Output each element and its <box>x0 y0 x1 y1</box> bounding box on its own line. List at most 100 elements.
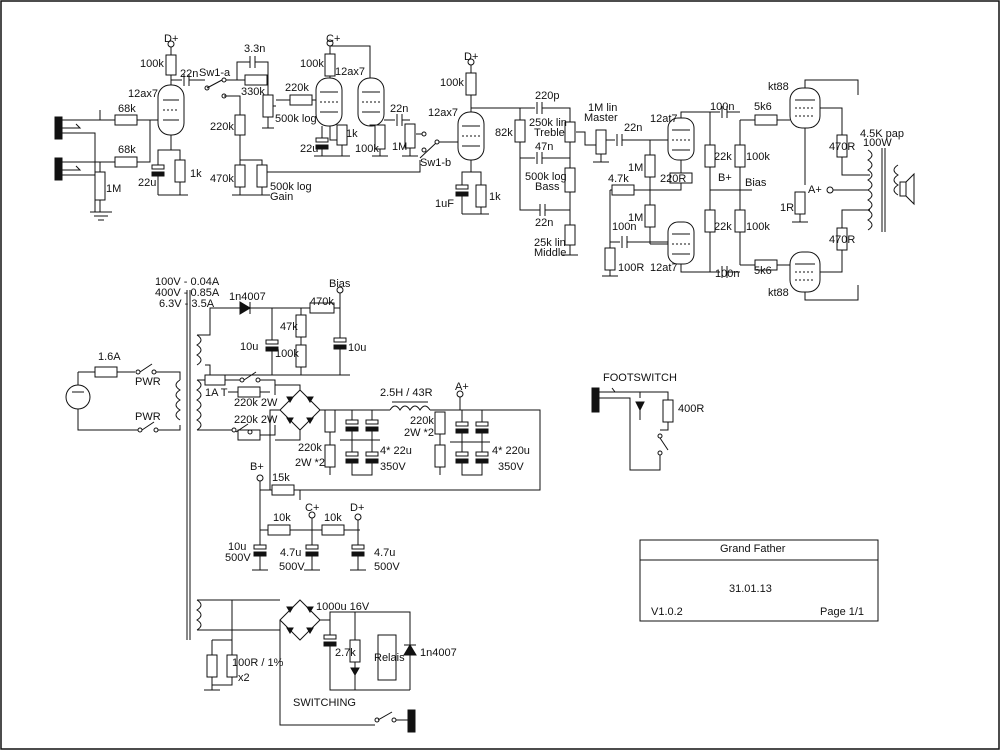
label-bplus-pa: B+ <box>718 172 732 184</box>
rail-bplus-psu <box>256 474 264 482</box>
cap-22u-b <box>345 451 359 457</box>
cap-10u-500v <box>253 544 267 550</box>
title-block-title: Grand Father <box>720 543 786 555</box>
label-r-220k-2w-a: 220k 2W <box>234 397 278 409</box>
rail-dplus-2 <box>467 58 475 66</box>
resistor-220k-psu-a <box>324 409 336 433</box>
preamp-section <box>54 39 489 221</box>
label-pot-treble: 250k lin <box>529 117 567 129</box>
label-r-220k-2w-b: 220k 2W <box>234 414 278 426</box>
label-tube-v3: 12ax7 <box>428 107 458 119</box>
label-c-10u-500: 10u <box>228 541 246 553</box>
mains-inlet <box>65 384 91 410</box>
label-dplus-1: D+ <box>164 33 178 45</box>
label-c-22n-a: 22n <box>180 68 198 80</box>
resistor-470k <box>234 164 246 188</box>
label-pot-middle: 25k lin <box>534 237 566 249</box>
label-r-470r-a: 470R <box>829 141 855 153</box>
label-aplus-ot: A+ <box>808 184 822 196</box>
label-r-1k-a: 1k <box>190 168 202 180</box>
label-relay: Relais <box>374 652 405 664</box>
resistor-1k-v3 <box>475 184 487 208</box>
label-v-350-a: 350V <box>380 461 406 473</box>
cap-22u-a <box>345 419 359 425</box>
label-r-15k: 15k <box>272 472 290 484</box>
label-r-100k-d: 100k <box>440 77 464 89</box>
label-r-220k-b: 220k <box>285 82 309 94</box>
label-r-1m-b: 1M <box>392 141 407 153</box>
label-c-47u-a: 4.7u <box>280 547 301 559</box>
tonestack-section <box>471 102 668 256</box>
resistor-100k-v2-plate <box>324 53 336 77</box>
resistor-100k-v3-plate <box>465 72 477 96</box>
label-pwr-2: PWR <box>135 411 161 423</box>
label-d-1n4007-b: 1n4007 <box>420 647 457 659</box>
label-c-100n-b: 100n <box>715 268 739 280</box>
label-c-22n-b: 22n <box>390 103 408 115</box>
label-c-22n-ts: 22n <box>535 217 553 229</box>
label-v-500-b: 500V <box>279 561 305 573</box>
choke-2-5h <box>389 405 431 411</box>
cap-22u-d <box>365 451 379 457</box>
label-tube-v5: 12at7 <box>650 262 678 274</box>
label-c-33n: 3.3n <box>244 43 265 55</box>
label-sw1b: Sw1-b <box>420 157 451 169</box>
label-r-100k-b: 100k <box>300 58 324 70</box>
label-pot-gain: 500k log <box>270 181 312 193</box>
label-r-220r: 220R <box>660 173 686 185</box>
label-c-1uf: 1uF <box>435 198 454 210</box>
label-pot-master: 1M lin <box>588 102 617 114</box>
resistor-1m-input <box>94 171 106 201</box>
label-r-220k-psu-a: 220k <box>298 442 322 454</box>
phase-inverter-section <box>602 111 710 277</box>
cap-1000u <box>323 634 337 640</box>
label-r-100k-pa-a: 100k <box>746 151 770 163</box>
label-tube-v7: kt88 <box>768 287 789 299</box>
speaker-icon <box>899 181 907 197</box>
label-bplus-psu: B+ <box>250 461 264 473</box>
label-speaker: 100W <box>863 137 892 149</box>
title-block-page: Page 1/1 <box>820 606 864 618</box>
resistor-1m-pi-b <box>644 204 656 228</box>
label-fuse-1a: 1A T <box>205 387 228 399</box>
label-footswitch: FOOTSWITCH <box>603 372 677 384</box>
label-tube-v1: 12ax7 <box>128 88 158 100</box>
label-sw1a: Sw1-a <box>199 67 231 79</box>
label-v-500-a: 500V <box>225 552 251 564</box>
label-tube-v6: kt88 <box>768 81 789 93</box>
footswitch-jack <box>591 387 600 413</box>
label-c-47u-b: 4.7u <box>374 547 395 559</box>
label-c-47n: 47n <box>535 141 553 153</box>
label-v-350-b: 350V <box>498 461 524 473</box>
output-transformer <box>867 149 873 231</box>
resistor-1r <box>794 191 806 215</box>
cap-10u-a <box>265 339 279 345</box>
tube-v5 <box>667 221 695 265</box>
cap-4-7u-b <box>351 544 365 550</box>
label-r-5k6-a: 5k6 <box>754 101 772 113</box>
fuse-1a <box>204 374 226 386</box>
label-r-2w2-a: 2W *2 <box>295 457 325 469</box>
bridge-rectifier-switching <box>279 599 321 641</box>
resistor-100r-1 <box>206 654 218 678</box>
resistor-100k-a <box>734 144 746 168</box>
label-cplus-1: C+ <box>326 33 340 45</box>
label-r-470r-b: 470R <box>829 234 855 246</box>
label-pot-master-name: Master <box>584 112 618 124</box>
label-x2: x2 <box>238 672 250 684</box>
label-r-2w2-b: 2W *2 <box>404 427 434 439</box>
resistor-220k-2w-a <box>237 386 261 398</box>
label-r-220k-psu-b: 220k <box>410 415 434 427</box>
label-c-10u-a: 10u <box>240 341 258 353</box>
label-r-47k: 47k <box>280 321 298 333</box>
label-c-1000u: 1000u 16V <box>316 601 370 613</box>
diode-1n4007-bias <box>239 301 251 315</box>
label-c-100n-a: 100n <box>710 101 734 113</box>
cap-22u-c <box>365 419 379 425</box>
resistor-10k-b <box>321 524 345 536</box>
label-r-22k-a: 22k <box>714 151 732 163</box>
rail-cplus-psu <box>308 511 316 519</box>
label-pot-bass: 500k log <box>525 171 567 183</box>
label-bias-psu: Bias <box>329 278 351 290</box>
